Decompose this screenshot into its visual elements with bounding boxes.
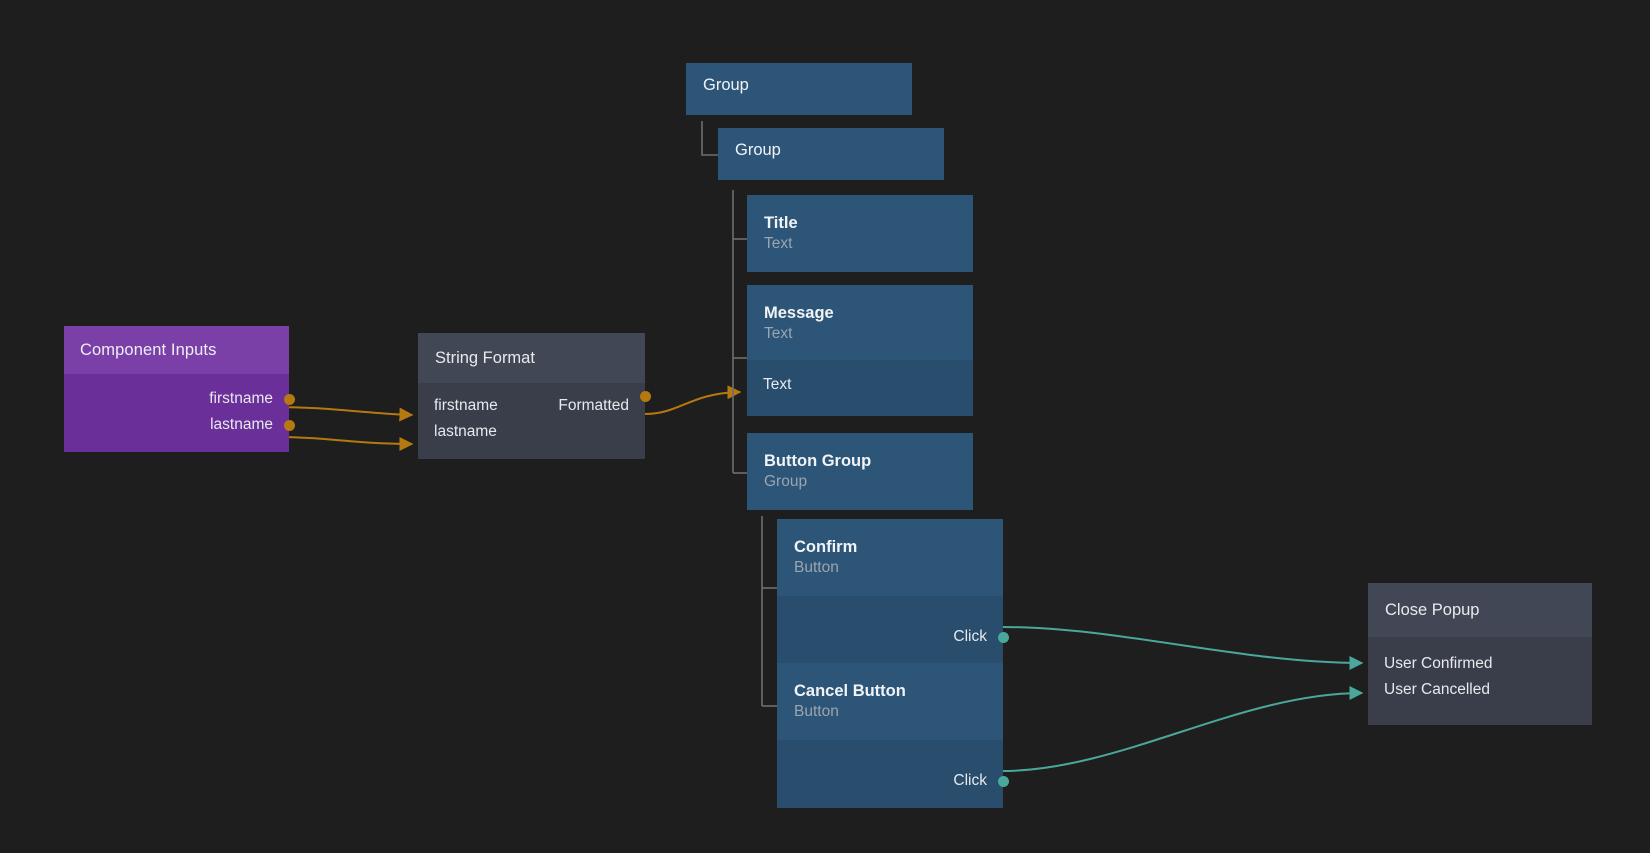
node-subtitle: Button bbox=[794, 559, 839, 577]
node-header: Component Inputs bbox=[64, 326, 289, 374]
node-subtitle: Group bbox=[764, 473, 808, 491]
node-body: Click bbox=[777, 740, 1009, 809]
node-header: Close Popup bbox=[1368, 583, 1592, 637]
port-output-firstname[interactable]: firstname bbox=[64, 386, 295, 412]
port-dot-formatted-icon[interactable] bbox=[639, 391, 651, 402]
node-header: Cancel Button Button bbox=[777, 663, 1003, 741]
node-group-outer[interactable]: Group bbox=[686, 63, 912, 115]
node-title-text[interactable]: Title Text bbox=[747, 195, 973, 273]
node-button-group[interactable]: Button Group Group bbox=[747, 433, 973, 511]
node-title: Component Inputs bbox=[80, 340, 217, 359]
port-input-text[interactable]: Text bbox=[747, 372, 973, 398]
node-subtitle: Text bbox=[764, 325, 793, 343]
node-title: Group bbox=[735, 141, 781, 159]
node-cancel-button[interactable]: Cancel Button Button Click bbox=[777, 663, 1009, 809]
node-body: firstname Formatted lastname bbox=[418, 383, 651, 459]
port-row-firstname-formatted[interactable]: firstname Formatted bbox=[418, 393, 645, 419]
port-input-user-cancelled[interactable]: User Cancelled bbox=[1368, 677, 1592, 703]
tree-connector-outer-group bbox=[701, 121, 718, 156]
port-row-lastname[interactable]: lastname bbox=[418, 419, 645, 445]
port-output-lastname[interactable]: lastname bbox=[64, 412, 295, 438]
node-component-inputs[interactable]: Component Inputs firstname lastname bbox=[64, 326, 295, 452]
wire-confirm-to-user-confirmed bbox=[1001, 626, 1364, 670]
wire-lastname bbox=[274, 436, 414, 451]
port-output-click[interactable]: Click bbox=[777, 624, 1009, 650]
port-label: firstname bbox=[209, 390, 273, 407]
port-label: Click bbox=[953, 772, 987, 790]
node-body: firstname lastname bbox=[64, 374, 295, 452]
node-header: Title Text bbox=[747, 195, 973, 273]
node-title: Close Popup bbox=[1385, 600, 1480, 619]
node-header: String Format bbox=[418, 333, 645, 383]
node-header: Group bbox=[718, 128, 944, 180]
node-confirm-button[interactable]: Confirm Button Click bbox=[777, 519, 1009, 665]
node-title: Button Group bbox=[764, 452, 872, 470]
node-subtitle: Button bbox=[794, 703, 839, 721]
node-title: Title bbox=[764, 214, 798, 232]
node-title: String Format bbox=[435, 348, 535, 367]
node-header: Group bbox=[686, 63, 912, 115]
port-label: Click bbox=[953, 628, 987, 646]
wire-formatted-to-text bbox=[644, 385, 742, 415]
port-label-input-firstname: firstname bbox=[434, 397, 498, 414]
port-label: User Cancelled bbox=[1384, 681, 1490, 698]
wire-cancel-to-user-cancelled bbox=[1001, 686, 1364, 772]
node-body: Click bbox=[777, 596, 1009, 665]
port-output-click[interactable]: Click bbox=[777, 768, 1009, 794]
node-message-text[interactable]: Message Text Text bbox=[747, 285, 973, 417]
node-header: Confirm Button bbox=[777, 519, 1003, 597]
node-title: Confirm bbox=[794, 538, 858, 556]
port-dot-icon[interactable] bbox=[997, 775, 1009, 787]
node-subtitle: Text bbox=[764, 235, 793, 253]
port-label: User Confirmed bbox=[1384, 655, 1493, 672]
node-group-inner[interactable]: Group bbox=[718, 128, 944, 180]
port-label-input-lastname: lastname bbox=[434, 423, 497, 440]
port-dot-icon[interactable] bbox=[283, 419, 295, 431]
port-dot-icon[interactable] bbox=[997, 631, 1009, 643]
node-title: Group bbox=[703, 76, 749, 94]
node-header: Button Group Group bbox=[747, 433, 973, 511]
node-close-popup[interactable]: Close Popup User Confirmed User Cancelle… bbox=[1368, 583, 1592, 725]
node-header: Message Text bbox=[747, 285, 973, 361]
node-body: User Confirmed User Cancelled bbox=[1368, 637, 1592, 725]
node-title: Cancel Button bbox=[794, 682, 906, 700]
wire-firstname bbox=[274, 406, 414, 422]
port-input-user-confirmed[interactable]: User Confirmed bbox=[1368, 651, 1592, 677]
node-string-format[interactable]: String Format firstname Formatted lastna… bbox=[418, 333, 651, 459]
port-label: Text bbox=[763, 376, 792, 394]
port-dot-icon[interactable] bbox=[283, 393, 295, 405]
port-label: lastname bbox=[210, 416, 273, 433]
node-title: Message bbox=[764, 304, 834, 322]
port-label-output-formatted: Formatted bbox=[558, 397, 629, 414]
node-body: Text bbox=[747, 360, 973, 417]
